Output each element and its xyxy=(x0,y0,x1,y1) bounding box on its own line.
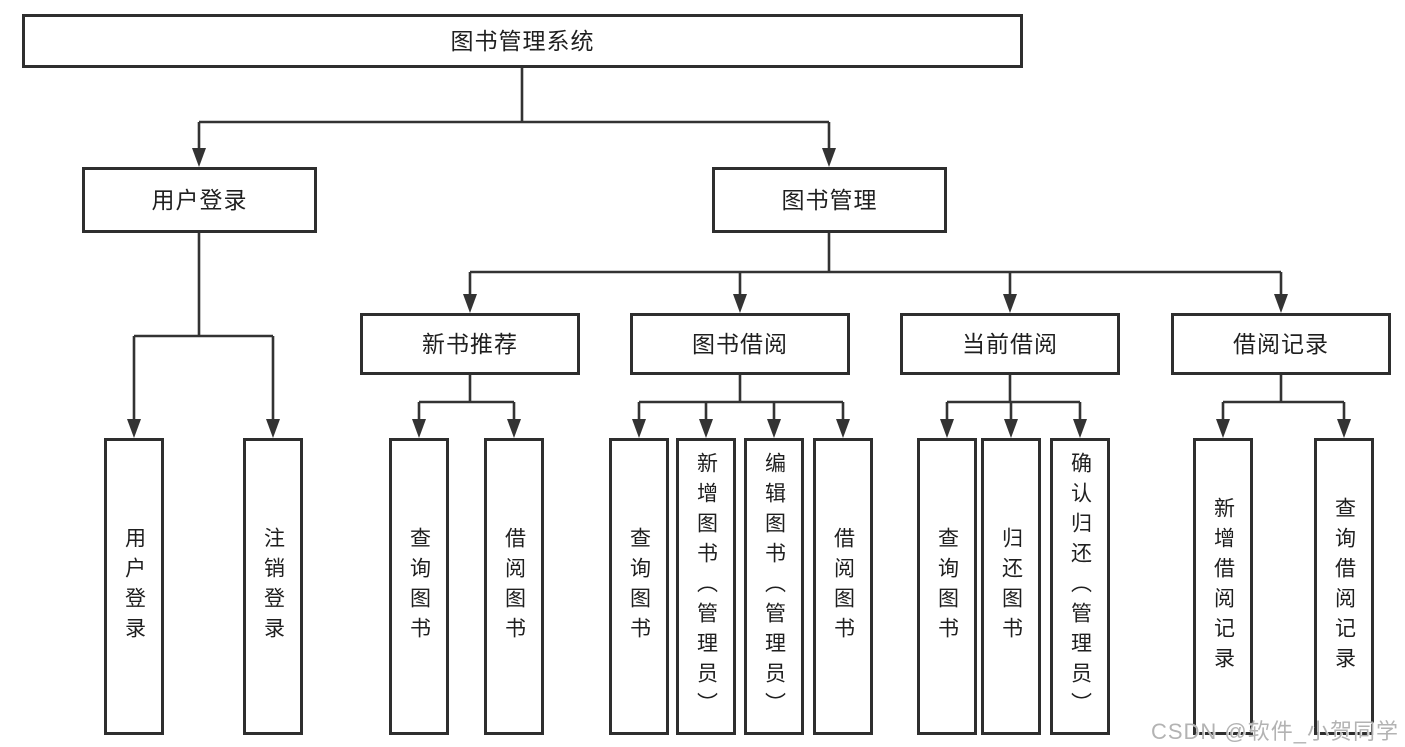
node-query-borrow-record: 查询借阅记录 xyxy=(1314,438,1374,735)
node-borrow-books-recommend: 借阅图书 xyxy=(484,438,544,735)
node-book-borrowing: 图书借阅 xyxy=(630,313,850,375)
node-new-book-recommendation: 新书推荐 xyxy=(360,313,580,375)
node-edit-book-admin: 编辑图书（管理员） xyxy=(744,438,804,735)
node-confirm-return-admin: 确认归还（管理员） xyxy=(1050,438,1110,735)
node-add-book-admin: 新增图书（管理员） xyxy=(676,438,736,735)
node-query-books-borrow: 查询图书 xyxy=(609,438,669,735)
node-borrow-books-borrow: 借阅图书 xyxy=(813,438,873,735)
watermark: CSDN @软件_小贺同学 xyxy=(1150,719,1399,744)
node-user-login: 用户登录 xyxy=(82,167,317,233)
node-return-books: 归还图书 xyxy=(981,438,1041,735)
node-borrowing-records: 借阅记录 xyxy=(1171,313,1391,375)
node-query-books-current: 查询图书 xyxy=(917,438,977,735)
node-logout: 注销登录 xyxy=(243,438,303,735)
node-current-borrowing: 当前借阅 xyxy=(900,313,1120,375)
node-user-login-action: 用户登录 xyxy=(104,438,164,735)
node-add-borrow-record: 新增借阅记录 xyxy=(1193,438,1253,735)
node-book-management: 图书管理 xyxy=(712,167,947,233)
node-query-books-recommend: 查询图书 xyxy=(389,438,449,735)
node-library-management-system: 图书管理系统 xyxy=(22,14,1023,68)
